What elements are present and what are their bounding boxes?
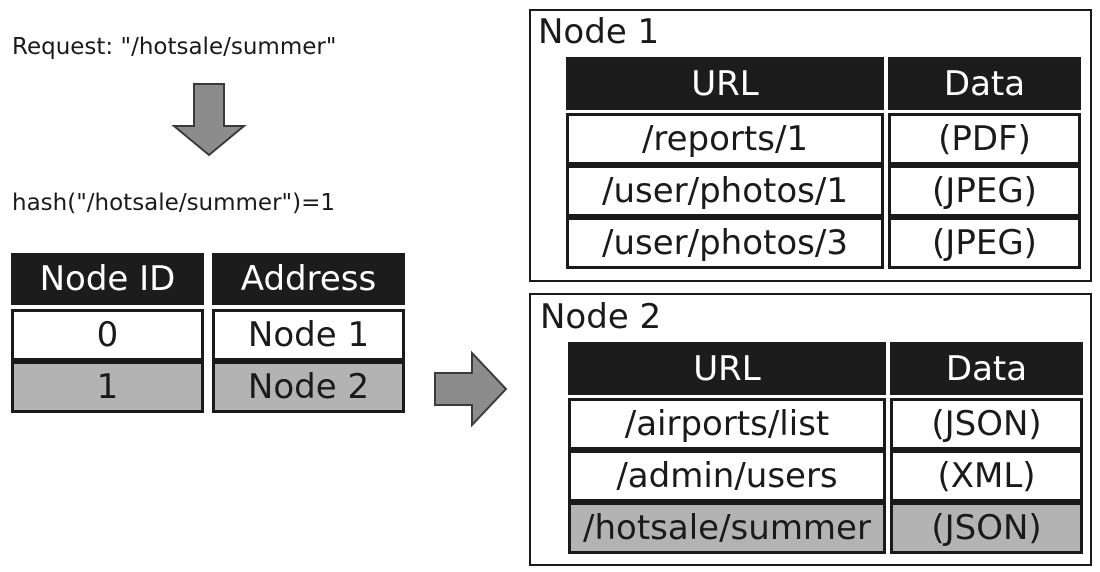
lookup-row-1-id: 1 — [11, 361, 204, 413]
node-2-row-0-data: (JSON) — [890, 398, 1083, 450]
right-arrow-icon — [434, 350, 508, 428]
lookup-header-node-id: Node ID — [11, 253, 204, 305]
node-2-header-url: URL — [568, 342, 886, 395]
node-2-header-data: Data — [890, 342, 1083, 395]
lookup-row-1-address: Node 2 — [212, 361, 405, 413]
lookup-row-0-id: 0 — [11, 309, 204, 361]
node-2-row-0-url: /airports/list — [568, 398, 886, 450]
node-1-row-1-url: /user/photos/1 — [566, 165, 884, 217]
node-1-row-2-data: (JPEG) — [888, 217, 1081, 269]
lookup-header-address: Address — [212, 253, 405, 305]
request-label: Request: "/hotsale/summer" — [12, 34, 337, 60]
node-2-row-1-data: (XML) — [890, 450, 1083, 502]
node-2-row-1-url: /admin/users — [568, 450, 886, 502]
lookup-row-0-address: Node 1 — [212, 309, 405, 361]
node-1-title: Node 1 — [538, 12, 660, 52]
node-2-title: Node 2 — [540, 297, 662, 337]
down-arrow-icon — [171, 83, 247, 157]
node-1-header-url: URL — [566, 57, 884, 110]
node-2-row-2-url: /hotsale/summer — [568, 502, 886, 554]
node-1-row-0-url: /reports/1 — [566, 113, 884, 165]
node-1-row-2-url: /user/photos/3 — [566, 217, 884, 269]
node-1-row-0-data: (PDF) — [888, 113, 1081, 165]
node-1-row-1-data: (JPEG) — [888, 165, 1081, 217]
node-2-row-2-data: (JSON) — [890, 502, 1083, 554]
hash-label: hash("/hotsale/summer")=1 — [12, 190, 335, 216]
node-1-header-data: Data — [888, 57, 1081, 110]
